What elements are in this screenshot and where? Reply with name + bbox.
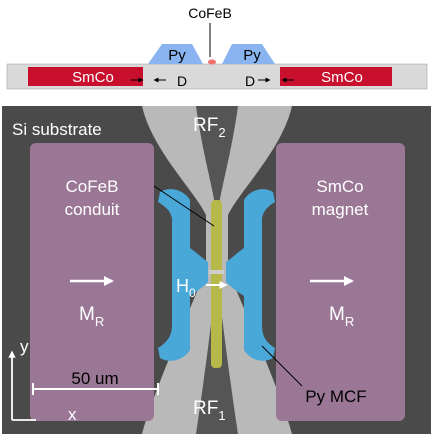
axis-x-label: x	[68, 405, 77, 424]
conduit-label-line2: conduit	[65, 200, 120, 219]
py-left-label: Py	[168, 47, 186, 64]
cross-section: CoFeB SmCo SmCo Py Py D D	[6, 5, 428, 90]
py-mcf-left	[158, 189, 208, 361]
rf2-label-main: RF	[193, 115, 218, 136]
rf-slot-top	[196, 106, 238, 205]
rf2-label-sub: 2	[218, 125, 225, 140]
axis-y-label: y	[20, 337, 29, 356]
h0-label: H0	[176, 276, 196, 300]
h0-label-main: H	[176, 276, 189, 296]
conduit-label-line1: CoFeB	[66, 177, 119, 196]
mr-left-label-sub: R	[95, 314, 104, 329]
mr-left-label-main: M	[79, 304, 95, 325]
micrograph: Si substrate RF2 RF1 CoFeB conduit SmCo …	[2, 106, 431, 434]
smco-left-block	[28, 67, 143, 86]
mr-left-label: MR	[79, 304, 104, 329]
smco-right-block	[280, 67, 392, 86]
h0-label-sub: 0	[189, 286, 196, 300]
rf1-label-sub: 1	[218, 408, 225, 423]
py-left-block	[148, 44, 203, 64]
py-mcf-right	[226, 189, 275, 361]
scale-bar-label: 50 um	[71, 369, 118, 388]
conduit-leader-line	[153, 185, 215, 227]
mr-right-label-sub: R	[345, 314, 354, 329]
py-right-block	[222, 44, 275, 64]
mr-right-label-main: M	[329, 304, 345, 325]
smco-right-label: SmCo	[321, 69, 363, 86]
cofeb-dot	[208, 59, 216, 65]
py-right-label: Py	[243, 47, 261, 64]
rf1-label: RF1	[193, 398, 226, 423]
substrate-label: Si substrate	[12, 120, 102, 139]
magnet-label-line2: magnet	[312, 200, 369, 219]
rf1-label-main: RF	[193, 398, 218, 419]
gap-left-label: D	[177, 73, 187, 89]
magnet-label-line1: SmCo	[316, 177, 363, 196]
cross-section-cofeb-label: CoFeB	[188, 5, 232, 21]
conduit-gap	[209, 270, 224, 274]
rf2-label: RF2	[193, 115, 226, 140]
smco-left-label: SmCo	[72, 69, 114, 86]
py-mcf-leader-line	[261, 345, 303, 387]
py-mcf-label: Py MCF	[305, 387, 366, 406]
mr-right-label: MR	[329, 304, 354, 329]
gap-right-label: D	[245, 73, 255, 89]
